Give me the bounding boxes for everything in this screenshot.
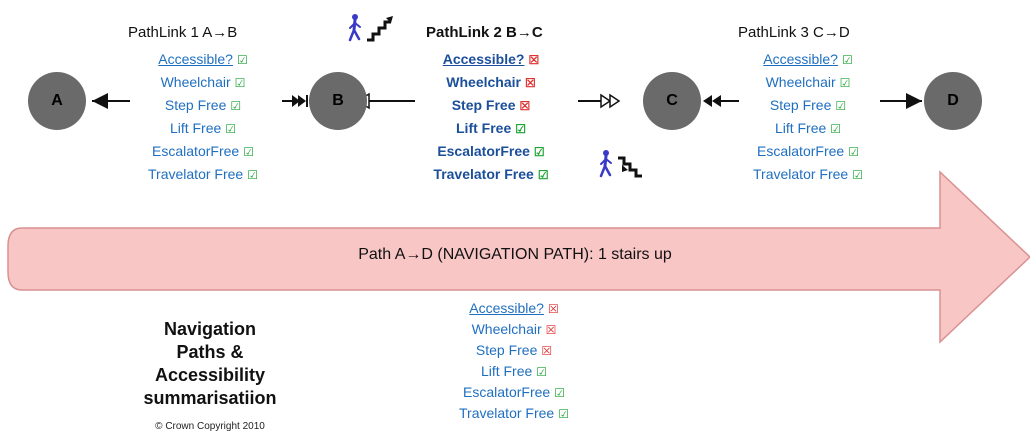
crossed-box-icon: ☒ xyxy=(547,302,559,316)
accessibility-label: Lift Free xyxy=(456,120,512,136)
accessibility-label: EscalatorFree xyxy=(757,143,845,159)
copyright-notice: © Crown Copyright 2010 xyxy=(155,421,265,432)
arrow-link3-to-c xyxy=(703,95,739,107)
accessibility-label: Travelator Free xyxy=(753,166,849,182)
checked-box-icon: ☑ xyxy=(839,76,851,90)
checked-box-icon: ☑ xyxy=(830,122,842,136)
accessibility-label: Travelator Free xyxy=(433,166,534,182)
accessibility-label: Accessible? xyxy=(442,51,525,67)
stairs-down-icon xyxy=(618,156,642,178)
accessibility-row: Lift Free☑ xyxy=(424,361,604,382)
summary-title-line: summarisatiion xyxy=(143,388,277,408)
checked-box-icon: ☑ xyxy=(225,122,237,136)
checked-box-icon: ☑ xyxy=(230,99,242,113)
checked-box-icon: ☑ xyxy=(536,365,548,379)
accessibility-label: Wheelchair xyxy=(446,74,521,90)
accessibility-label: Step Free xyxy=(164,97,227,113)
accessibility-label: EscalatorFree xyxy=(463,384,551,400)
summary-title-line: Navigation xyxy=(163,319,256,339)
accessibility-row: Step Free☑ xyxy=(718,94,898,117)
crossed-box-icon: ☒ xyxy=(541,344,553,358)
accessibility-label: Travelator Free xyxy=(148,166,244,182)
pathlink-3-accessibility: Accessible?☑Wheelchair☑Step Free☑Lift Fr… xyxy=(718,48,898,186)
crossed-box-icon: ☒ xyxy=(519,99,531,113)
accessibility-label: Wheelchair xyxy=(160,74,231,90)
accessibility-row: Lift Free☑ xyxy=(718,117,898,140)
checked-box-icon: ☑ xyxy=(515,122,526,136)
summary-title: Navigation Paths & Accessibility summari… xyxy=(120,318,300,410)
stairs-up-icon xyxy=(367,16,393,42)
accessibility-row: EscalatorFree☑ xyxy=(424,382,604,403)
accessibility-row: Step Free☑ xyxy=(113,94,293,117)
checked-box-icon: ☑ xyxy=(234,76,246,90)
checked-box-icon: ☑ xyxy=(247,168,258,182)
path-accessibility-summary: Accessible?☒Wheelchair☒Step Free☒Lift Fr… xyxy=(424,298,604,424)
accessibility-row: Wheelchair☑ xyxy=(718,71,898,94)
node-c: C xyxy=(643,72,701,130)
accessibility-row: EscalatorFree☑ xyxy=(113,140,293,163)
pathlink-1-accessibility: Accessible?☑Wheelchair☑Step Free☑Lift Fr… xyxy=(113,48,293,186)
checked-box-icon: ☑ xyxy=(236,53,248,67)
summary-title-line: Accessibility xyxy=(154,365,266,385)
pathlink-2-title: PathLink 2 B→C xyxy=(426,24,543,41)
node-d: D xyxy=(924,72,982,130)
crossed-box-icon: ☒ xyxy=(545,323,557,337)
navigation-path-arrow xyxy=(7,170,1030,344)
accessibility-label: Wheelchair xyxy=(471,321,542,337)
accessibility-row: Travelator Free☑ xyxy=(718,163,898,186)
accessibility-row: Wheelchair☑ xyxy=(113,71,293,94)
accessibility-row: Travelator Free☑ xyxy=(401,163,581,186)
pathlink-2-accessibility: Accessible?☒Wheelchair☒Step Free☒Lift Fr… xyxy=(401,48,581,186)
accessibility-row: Accessible?☑ xyxy=(718,48,898,71)
node-b: B xyxy=(309,72,367,130)
checked-box-icon: ☑ xyxy=(841,53,853,67)
person-walking-icon xyxy=(599,150,612,178)
accessibility-label: Step Free xyxy=(475,342,538,358)
checked-box-icon: ☑ xyxy=(554,386,565,400)
summary-title-line: Paths & xyxy=(176,342,244,362)
accessibility-row: Accessible?☑ xyxy=(113,48,293,71)
checked-box-icon: ☑ xyxy=(533,145,545,159)
accessibility-row: EscalatorFree☑ xyxy=(401,140,581,163)
accessibility-label: Step Free xyxy=(451,97,516,113)
accessibility-label: Accessible? xyxy=(469,300,544,316)
arrow-into-b xyxy=(282,95,308,107)
accessibility-label: Lift Free xyxy=(774,120,827,136)
pathlink-3-title: PathLink 3 C→D xyxy=(738,24,850,41)
accessibility-label: Travelator Free xyxy=(459,405,555,421)
accessibility-row: EscalatorFree☑ xyxy=(718,140,898,163)
crossed-box-icon: ☒ xyxy=(528,53,540,67)
navigation-path-label: Path A→D (NAVIGATION PATH): 1 stairs up xyxy=(358,246,672,263)
accessibility-row: Travelator Free☑ xyxy=(113,163,293,186)
accessibility-label: Wheelchair xyxy=(765,74,836,90)
checked-box-icon: ☑ xyxy=(537,168,549,182)
accessibility-label: Lift Free xyxy=(480,363,533,379)
checked-box-icon: ☑ xyxy=(852,168,863,182)
accessibility-label: EscalatorFree xyxy=(437,143,530,159)
accessibility-row: Step Free☒ xyxy=(424,340,604,361)
arrow-into-c xyxy=(578,93,621,109)
accessibility-label: EscalatorFree xyxy=(152,143,240,159)
accessibility-label: Accessible? xyxy=(763,51,838,67)
accessibility-row: Lift Free☑ xyxy=(113,117,293,140)
crossed-box-icon: ☒ xyxy=(524,76,536,90)
checked-box-icon: ☑ xyxy=(243,145,254,159)
person-walking-icon xyxy=(348,14,361,42)
accessibility-row: Wheelchair☒ xyxy=(424,319,604,340)
pathlink-1-title: PathLink 1 A→B xyxy=(128,24,238,41)
accessibility-row: Accessible?☒ xyxy=(424,298,604,319)
accessibility-row: Travelator Free☑ xyxy=(424,403,604,424)
accessibility-row: Wheelchair☒ xyxy=(401,71,581,94)
checked-box-icon: ☑ xyxy=(835,99,847,113)
accessibility-row: Step Free☒ xyxy=(401,94,581,117)
accessibility-row: Accessible?☒ xyxy=(401,48,581,71)
accessibility-label: Lift Free xyxy=(169,120,222,136)
node-a: A xyxy=(28,72,86,130)
accessibility-label: Accessible? xyxy=(158,51,233,67)
checked-box-icon: ☑ xyxy=(558,407,569,421)
accessibility-row: Lift Free☑ xyxy=(401,117,581,140)
checked-box-icon: ☑ xyxy=(848,145,859,159)
accessibility-label: Step Free xyxy=(769,97,832,113)
